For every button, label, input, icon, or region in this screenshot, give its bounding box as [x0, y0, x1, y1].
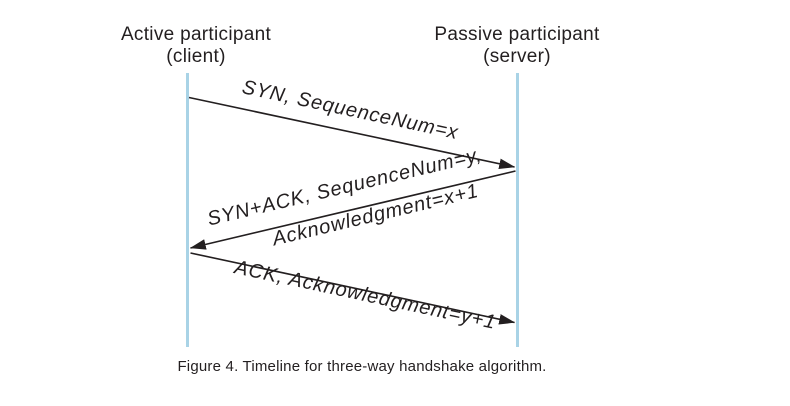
syn-message-label: SYN, SequenceNum=x — [240, 76, 461, 144]
ack-message-arrow — [190, 252, 516, 325]
ack-message-label: ACK, Acknowledgment=y+1 — [232, 256, 498, 334]
server-actor-subtitle: (server) — [483, 46, 551, 67]
client-actor-subtitle: (client) — [166, 46, 225, 67]
figure-caption: Figure 4. Timeline for three-way handsha… — [177, 358, 546, 375]
syn-message-arrow — [188, 96, 516, 170]
client-actor-title: Active participant — [121, 24, 272, 45]
syn-ack-message-arrow — [189, 170, 516, 250]
server-actor-title: Passive participant — [434, 24, 600, 45]
